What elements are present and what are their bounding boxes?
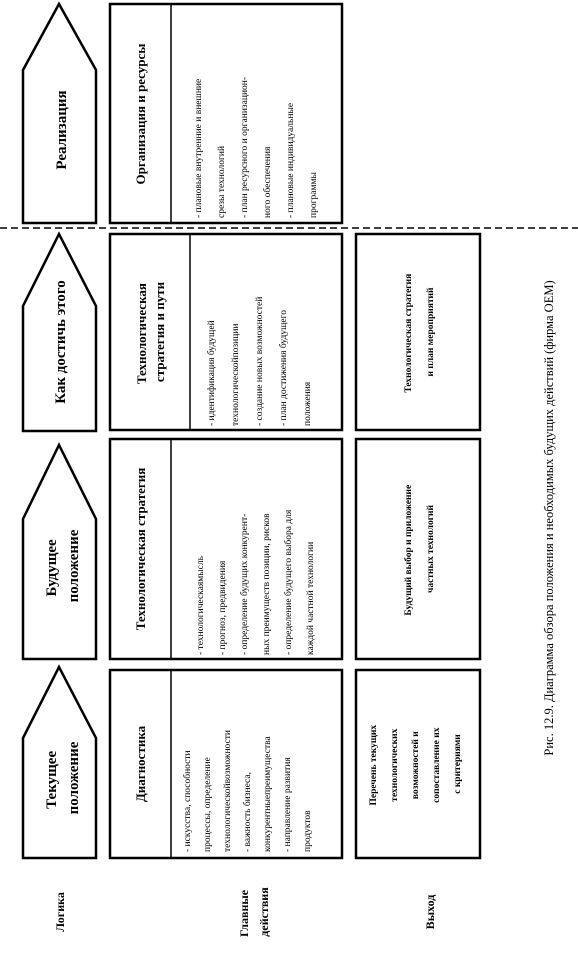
logic-label-current-position: Текущее положение xyxy=(44,741,82,814)
actions-column xyxy=(108,2,344,860)
logic-label-how-to-achieve: Как достичь этого xyxy=(53,280,69,404)
logic-arrow-future-position xyxy=(21,442,98,661)
output-box-strategy-plan xyxy=(354,232,482,432)
logic-label-future-position: Будущее положение xyxy=(44,529,82,602)
row-label-output: Выход xyxy=(423,895,437,930)
action-items-diagnostics: - искусства, способности процессы, опред… xyxy=(182,728,313,852)
action-title-organization: Организация и ресурсы xyxy=(133,44,148,185)
logic-arrow-current-position xyxy=(21,664,98,860)
output-text-future-choice: Будущий выбор и приложение частных техно… xyxy=(403,482,436,615)
logic-arrow-implementation xyxy=(21,1,98,225)
action-box-organization xyxy=(108,2,344,225)
output-text-current-list: Перечень текущих технологических возможн… xyxy=(369,723,463,806)
action-box-diagnostics xyxy=(108,668,344,860)
logic-column xyxy=(21,1,98,860)
logic-arrow-how-to-achieve xyxy=(21,231,98,433)
action-box-strategy-paths xyxy=(108,232,344,432)
action-title-strategy-paths: Технологическая стратегия и пути xyxy=(134,280,167,384)
logic-label-implementation: Реализация xyxy=(54,90,70,169)
action-items-strategy-paths: - идентификация будущей технологическойп… xyxy=(206,294,313,426)
output-column xyxy=(354,232,482,860)
action-title-diagnostics: Диагностика xyxy=(133,725,148,802)
output-text-strategy-plan: Технологическая стратегия и план меропри… xyxy=(404,271,436,392)
output-box-current-list xyxy=(354,668,482,860)
action-items-tech-strategy: - технологическаямысль - прогноз, предви… xyxy=(196,507,316,655)
row-label-main-actions: Главные действия xyxy=(237,887,271,937)
figure-caption: Рис. 12.9. Диаграмма обзора положения и … xyxy=(542,280,556,755)
action-title-tech-strategy: Технологическая стратегия xyxy=(133,468,148,631)
row-label-logic: Логика xyxy=(53,892,67,932)
output-box-future-choice xyxy=(354,437,482,661)
action-box-tech-strategy xyxy=(108,437,344,661)
action-items-organization: - плановые внутренние и внешние срезы те… xyxy=(194,75,319,218)
